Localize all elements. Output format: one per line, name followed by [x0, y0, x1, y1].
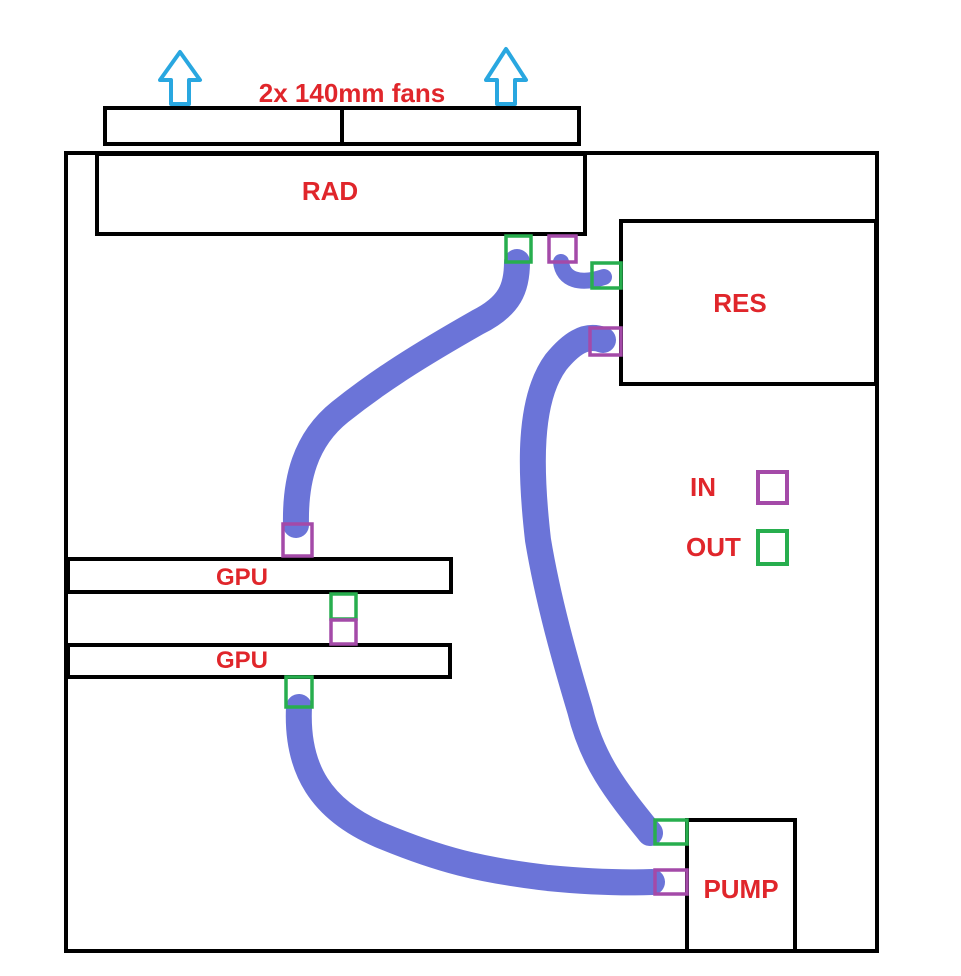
gpu-bottom-label: GPU	[216, 647, 268, 674]
gpu-bottom-out-port	[284, 675, 314, 709]
tube-rad-to-res	[553, 254, 612, 289]
tube-rad-to-top-gpu	[282, 249, 530, 538]
legend-in-swatch	[756, 470, 789, 505]
res-in-port	[588, 326, 623, 357]
pump-in-port	[653, 868, 689, 896]
fans-label: 2x 140mm fans	[259, 78, 445, 108]
pump-out-port	[653, 818, 689, 846]
pump-label: PUMP	[703, 874, 778, 904]
legend-out-swatch	[756, 529, 789, 566]
legend-out-label: OUT	[686, 532, 741, 562]
tube-res-to-pump	[519, 325, 663, 846]
tube-bottom-gpu-to-pump	[285, 694, 665, 896]
gpu-top	[66, 557, 453, 594]
radiator	[95, 152, 587, 236]
gpu-bottom-in-port	[329, 618, 358, 646]
reservoir-label: RES	[713, 288, 766, 318]
res-out-port	[590, 261, 623, 290]
rad-out-port	[504, 234, 533, 264]
gpu-top-in-port	[281, 522, 314, 558]
gpu-top-label: GPU	[216, 564, 268, 591]
fan-left	[103, 106, 344, 146]
legend-in-label: IN	[690, 472, 716, 502]
rad-in-port	[547, 234, 578, 264]
reservoir	[619, 219, 878, 386]
fan-right	[340, 106, 581, 146]
radiator-label: RAD	[302, 176, 358, 206]
gpu-top-out-port	[329, 592, 358, 621]
airflow-arrow-up-left-icon	[158, 50, 202, 106]
gpu-bottom	[66, 643, 452, 679]
airflow-arrow-up-right-icon	[484, 47, 528, 106]
